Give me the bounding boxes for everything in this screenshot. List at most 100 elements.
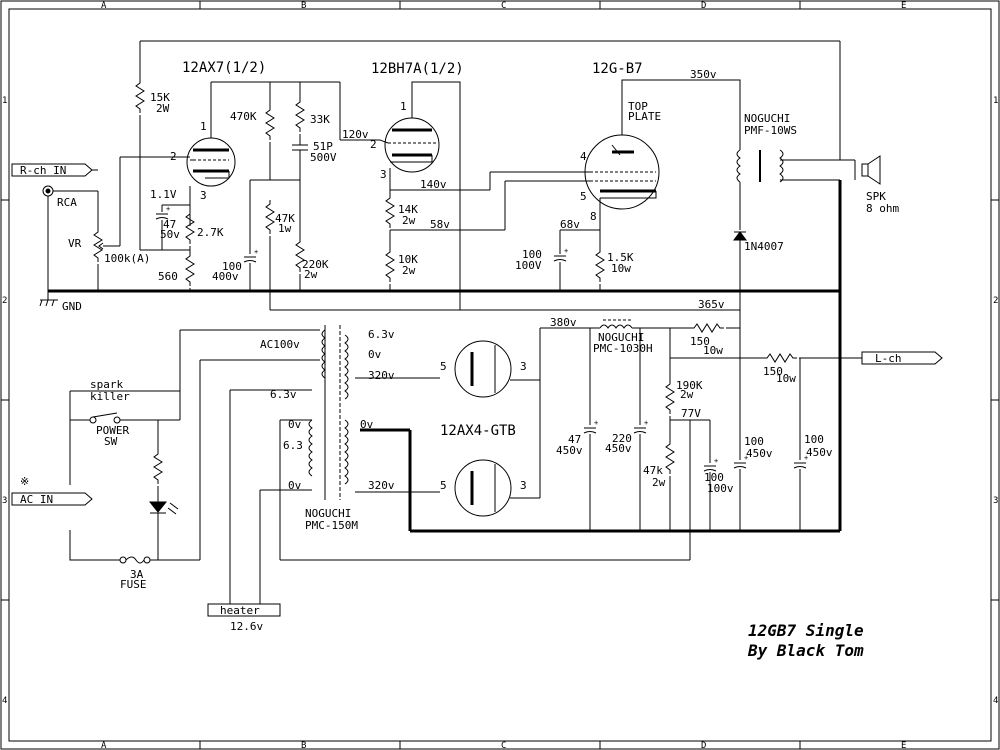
pt-320b: 320v — [368, 479, 395, 492]
c-47-value: 47 — [163, 218, 176, 231]
v3-pin-g1: 4 — [580, 150, 587, 163]
v3-pin-g2: 5 — [580, 190, 587, 203]
c-47-450-value: 47 — [568, 433, 581, 446]
ruler-col-d-bottom: D — [701, 741, 706, 750]
opt-model: PMF-10WS — [744, 124, 797, 137]
ac-in-label: AC IN — [20, 493, 53, 506]
r-15k-watt: 2W — [156, 102, 170, 115]
rect-l-pin-k: 5 — [440, 479, 447, 492]
c-100-400-volt: 400v — [212, 270, 239, 283]
v3-title: 12G-B7 — [592, 61, 643, 77]
diode-1n4007: 1N4007 — [733, 231, 784, 291]
ruler-col-d-top: D — [701, 1, 706, 11]
v77-label: 77V — [681, 407, 701, 420]
v350-label: 350v — [690, 68, 717, 81]
rca-label: RCA — [57, 196, 77, 209]
r-150a-value: 150 — [690, 335, 710, 348]
ground-bus — [48, 180, 842, 533]
rectifier-tube-upper: 5 3 — [440, 340, 540, 398]
ruler-col-a-top: A — [101, 1, 107, 11]
ruler-row-2-right: 2 — [993, 296, 998, 306]
v140-label: 140v — [420, 178, 447, 191]
tube-12gb7: 12G-B7 TOP PLATE 4 5 8 350v — [580, 61, 741, 248]
r-47k-value: 47K — [275, 212, 295, 225]
r-15k-value: 15K — [150, 91, 170, 104]
filter-caps: 47 450v 220 450v 100 100v 100 450v 100 4… — [556, 328, 833, 531]
v2-cathode-network: 140v 14K 2w 58v 10K 2w — [385, 171, 590, 291]
choke-brand: NOGUCHI — [598, 331, 644, 344]
ruler-row-1-right: 1 — [993, 96, 998, 106]
r-470k-value: 470K — [230, 110, 257, 123]
v1-cathode-network: 1.1V 47 50v 2.7K 560 — [150, 188, 224, 291]
v365-label: 365v — [698, 298, 725, 311]
volume-pot: VR 100k(A) — [68, 156, 190, 291]
r-14k-watt: 2w — [402, 214, 416, 227]
opt-brand: NOGUCHI — [744, 112, 790, 125]
ruler-row-4-right: 4 — [993, 696, 998, 706]
pt-0c: 0v — [360, 418, 374, 431]
title-line-1: 12GB7 Single — [748, 621, 864, 640]
c-100-450a-value: 100 — [744, 435, 764, 448]
v2-pin-grid: 2 — [370, 138, 377, 151]
c-47-volt: 50v — [160, 228, 180, 241]
lch-output-tag: L-ch — [861, 351, 943, 365]
c-51p: 51P 500V — [292, 140, 337, 180]
rectifier-output: 380v — [539, 316, 600, 498]
pt-0a: 0v — [368, 348, 382, 361]
power-label-1: POWER — [96, 424, 129, 437]
r-190k-value: 190K — [676, 379, 703, 392]
c-220-450-volt: 450v — [605, 442, 632, 455]
pt-0b: 0v — [288, 418, 302, 431]
c-100-100-volt: 100V — [515, 259, 542, 272]
v3-cathode-network: 68v 100 100V 1.5K 10w — [515, 218, 634, 291]
asterisk-mark: ※ — [20, 475, 29, 488]
v3-plate-label: PLATE — [628, 110, 661, 123]
heater-voltage: 12.6v — [230, 620, 263, 633]
v58-label: 58v — [430, 218, 450, 231]
ruler-row-3-right: 3 — [993, 496, 998, 506]
ruler-col-a-bottom: A — [101, 741, 107, 750]
pt-6-3c: 6.3 — [283, 439, 303, 452]
v2-pin-plate: 1 — [400, 100, 407, 113]
c-100-450b-volt: 450v — [806, 446, 833, 459]
ruler-col-c-bottom: C — [501, 741, 506, 750]
r-220k-value: 220K — [302, 258, 329, 271]
rect-u-pin-p: 3 — [520, 360, 527, 373]
spk-label: SPK — [866, 190, 886, 203]
pt-brand: NOGUCHI — [305, 507, 351, 520]
rect-l-pin-p: 3 — [520, 479, 527, 492]
v3-top-label: TOP — [628, 100, 648, 113]
pt-ac100: AC100v — [260, 338, 300, 351]
c-100-100b-volt: 100v — [707, 482, 734, 495]
v1-pin-grid: 2 — [170, 150, 177, 163]
rectifier-tube-lower: 5 3 — [440, 459, 540, 517]
r-220k-watt: 2w — [304, 268, 318, 281]
ruler-col-b-top: B — [301, 1, 306, 11]
vr-value: 100k(A) — [104, 252, 150, 265]
c-100-100b-value: 100 — [704, 471, 724, 484]
r-1-5k-watt: 10w — [611, 262, 631, 275]
v-1-1-label: 1.1V — [150, 188, 177, 201]
r-150b: 150 10w — [669, 328, 862, 460]
r-150a-watt: 10w — [703, 344, 723, 357]
c-100-450a-volt: 450v — [746, 447, 773, 460]
v2-pin-cathode: 3 — [380, 168, 387, 181]
power-switch[interactable]: POWER SW — [89, 412, 180, 448]
gnd-label: GND — [62, 300, 82, 313]
r-190k-watt: 2w — [680, 388, 694, 401]
tube-12ax7: 12AX7(1/2) 1 2 3 — [170, 60, 340, 226]
r-10k-watt: 2w — [402, 264, 416, 277]
r-33k: 33K — [295, 82, 330, 145]
c-100-450b-value: 100 — [804, 433, 824, 446]
rca-jack: RCA — [42, 185, 99, 300]
spark-label-1: spark — [90, 378, 123, 391]
r-150b-value: 150 — [763, 365, 783, 378]
r-1-5k-value: 1.5K — [607, 251, 634, 264]
power-label-2: SW — [104, 435, 118, 448]
vr-label: VR — [68, 237, 82, 250]
pilot-lamp — [148, 420, 179, 560]
power-transformer: NOGUCHI PMC-150M 6.3v 0v 320v AC100v 6.3… — [180, 325, 440, 532]
